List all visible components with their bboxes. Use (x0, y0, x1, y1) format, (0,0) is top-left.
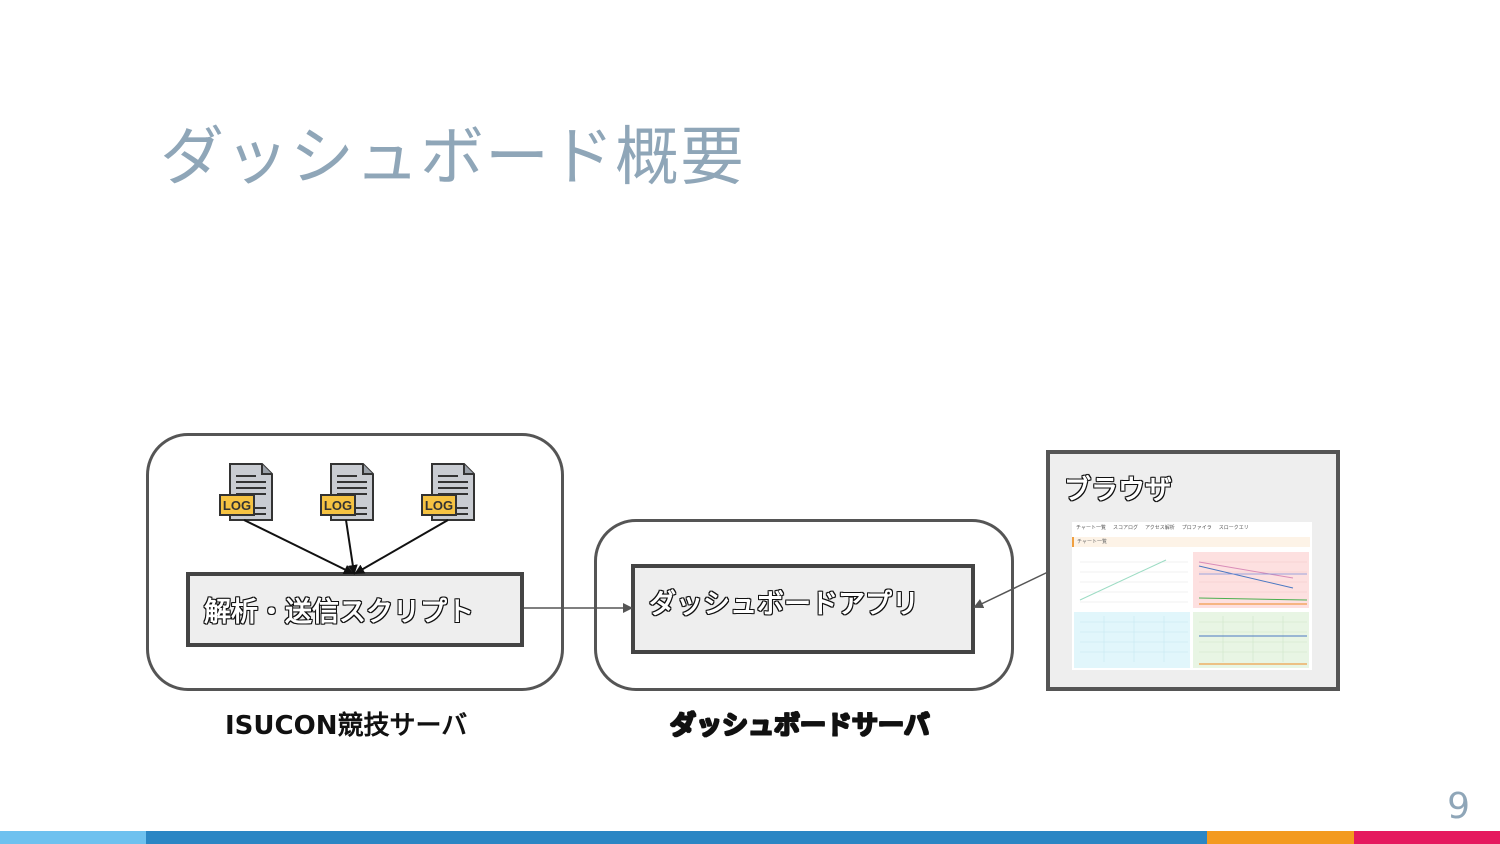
log-icon-label: LOG (324, 498, 352, 513)
mini-chart-response-time (1193, 552, 1309, 608)
screenshot-section-bar: チャート一覧 (1072, 537, 1310, 547)
dashboard-screenshot-thumbnail: チャート一覧 スコアログ アクセス解析 プロファイラ スロークエリ チャート一覧 (1072, 522, 1312, 670)
footer-color-bar (0, 831, 1500, 844)
dashboard-server-label: ダッシュボードサーバ (670, 705, 930, 742)
screenshot-nav-item: スコアログ (1113, 524, 1138, 531)
dashboard-app-box: ダッシュボードアプリ (631, 564, 975, 654)
mini-chart-slow-query (1193, 612, 1309, 668)
footer-segment (146, 831, 1207, 844)
log-file-icon: LOG (420, 462, 480, 524)
isucon-server-label: ISUCON競技サーバ (225, 705, 467, 742)
log-file-icon: LOG (319, 462, 379, 524)
footer-segment (0, 831, 146, 844)
browser-box: ブラウザ チャート一覧 スコアログ アクセス解析 プロファイラ スロークエリ チ… (1046, 450, 1340, 691)
script-box-label: 解析・送信スクリプト (204, 590, 474, 629)
footer-segment (1354, 831, 1500, 844)
browser-label: ブラウザ (1064, 468, 1172, 507)
log-icon-label: LOG (223, 498, 251, 513)
screenshot-section-title: チャート一覧 (1077, 538, 1107, 545)
mini-chart-access-count (1074, 612, 1190, 668)
screenshot-nav-item: チャート一覧 (1076, 524, 1106, 531)
screenshot-nav: チャート一覧 スコアログ アクセス解析 プロファイラ スロークエリ (1076, 524, 1249, 531)
log-icon-label: LOG (425, 498, 453, 513)
page-number: 9 (1447, 786, 1470, 827)
dashboard-app-label: ダッシュボードアプリ (649, 582, 919, 621)
log-file-icon: LOG (218, 462, 278, 524)
footer-segment (1207, 831, 1354, 844)
screenshot-nav-item: スロークエリ (1219, 524, 1249, 531)
slide-title: ダッシュボード概要 (160, 106, 745, 198)
analysis-send-script-box: 解析・送信スクリプト (186, 572, 524, 647)
screenshot-nav-item: アクセス解析 (1145, 524, 1175, 531)
screenshot-nav-item: プロファイラ (1182, 524, 1212, 531)
mini-chart-score (1074, 552, 1190, 608)
